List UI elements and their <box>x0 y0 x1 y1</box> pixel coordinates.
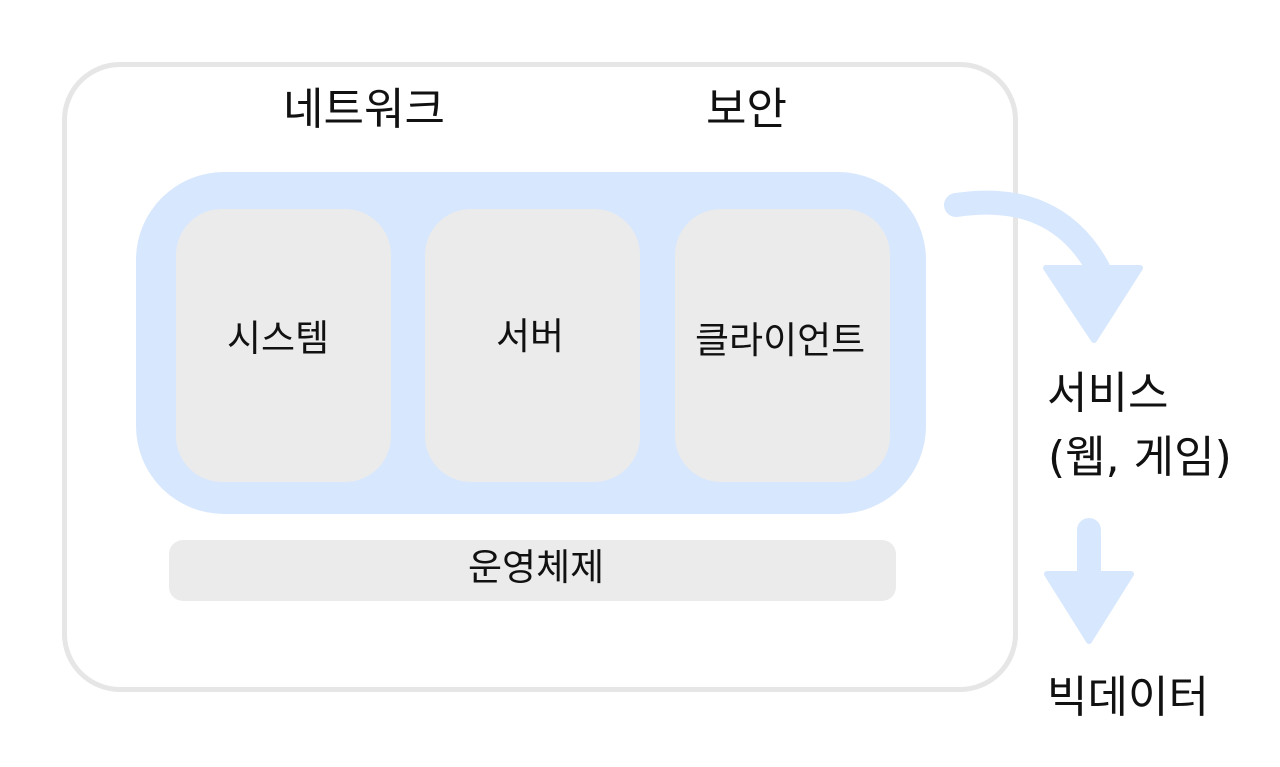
tile-server-label: 서버 <box>496 315 565 358</box>
label-security: 보안 <box>706 84 787 135</box>
outer-frame <box>62 62 1018 692</box>
tile-system <box>176 209 391 482</box>
label-bigdata: 빅데이터 <box>1047 672 1209 723</box>
os-label: 운영체제 <box>468 546 605 589</box>
os-bar <box>169 540 896 601</box>
label-service: 서비스 <box>1047 368 1169 419</box>
tile-client <box>675 209 890 482</box>
tile-system-label: 시스템 <box>227 317 330 360</box>
down-arrow-head <box>1044 571 1134 644</box>
label-service-sub: (웹, 게임) <box>1048 432 1232 483</box>
curved-arrow-head <box>1043 265 1143 343</box>
tile-server <box>425 209 640 482</box>
label-network: 네트워크 <box>283 84 445 135</box>
curved-arrow-shaft <box>944 190 1110 280</box>
tile-client-label: 클라이언트 <box>695 319 866 362</box>
